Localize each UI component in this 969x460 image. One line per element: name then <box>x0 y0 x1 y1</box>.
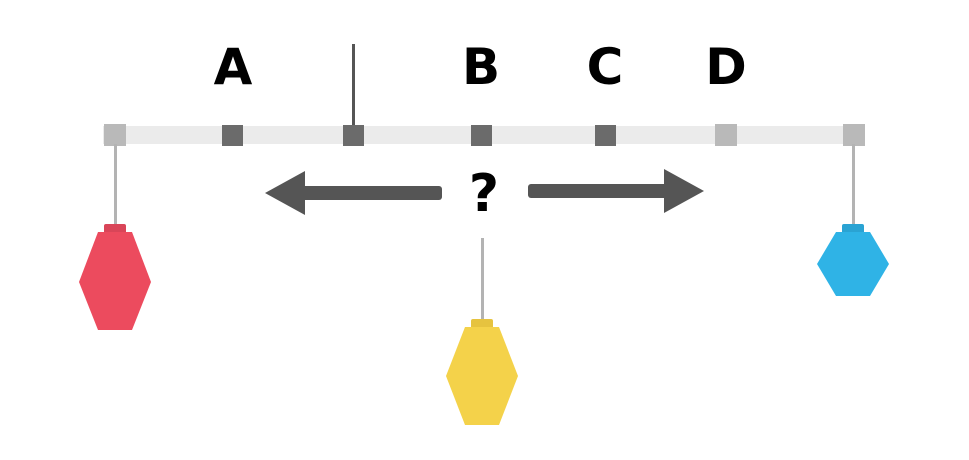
marker-c <box>595 125 616 146</box>
hexagon-weight-icon <box>446 327 518 425</box>
blue-weight-cap <box>842 224 864 234</box>
label-c: C <box>586 38 624 96</box>
yellow-weight-string <box>481 238 484 324</box>
yellow-weight-cap <box>471 319 493 329</box>
blue-weight <box>817 144 889 296</box>
red-weight-string <box>114 144 117 228</box>
arrow-left-icon <box>265 171 442 215</box>
pivot-pointer <box>352 44 355 128</box>
arrow-right-icon <box>528 169 704 213</box>
blue-weight-string <box>852 144 855 228</box>
marker-b <box>471 125 492 146</box>
label-d: D <box>705 38 747 96</box>
red-weight-cap <box>104 224 126 234</box>
marker-a <box>222 125 243 146</box>
beam-end-marker-right <box>843 124 865 146</box>
marker-d <box>715 124 737 146</box>
hexagon-weight-icon <box>817 232 889 296</box>
marker-pivot <box>343 125 364 146</box>
hexagon-weight-icon <box>79 232 151 330</box>
red-weight <box>79 144 151 330</box>
question-mark: ? <box>468 164 500 224</box>
label-b: B <box>461 38 501 96</box>
beam-end-marker-left <box>104 124 126 146</box>
yellow-weight <box>446 238 518 425</box>
label-a: A <box>213 38 253 96</box>
